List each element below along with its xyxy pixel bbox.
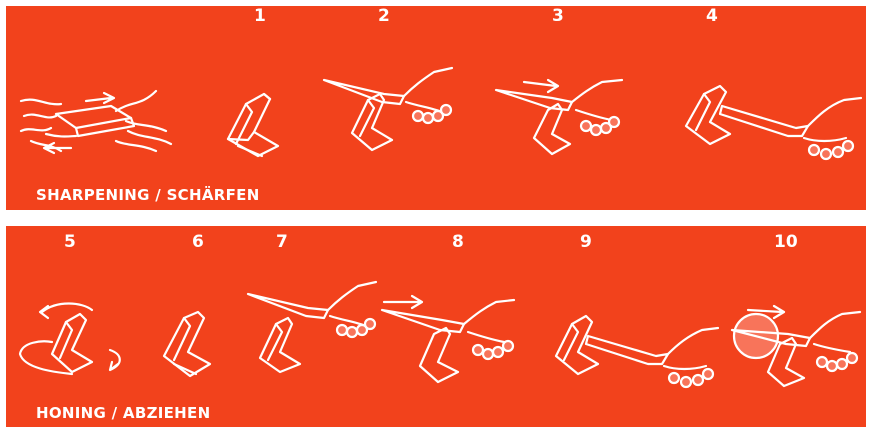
section-title-sharpening: SHARPENING / SCHÄRFEN [36, 186, 260, 204]
step-number-9: 9 [580, 232, 592, 252]
knife-on-sharpener-icon [726, 292, 866, 392]
section-title-honing: HONING / ABZIEHEN [36, 404, 210, 422]
step-number-10: 10 [774, 232, 798, 252]
honing-panel: 5 6 7 8 9 10 [6, 226, 866, 427]
sharpener-icon [158, 304, 228, 384]
knife-on-sharpener-icon [494, 68, 634, 168]
rotate-sharpener-icon [12, 292, 132, 382]
step-number-3: 3 [552, 6, 564, 26]
step-number-8: 8 [452, 232, 464, 252]
step-number-1: 1 [254, 6, 266, 26]
step-number-6: 6 [192, 232, 204, 252]
knife-on-sharpener-icon [676, 76, 866, 176]
step-number-4: 4 [706, 6, 718, 26]
step-number-5: 5 [64, 232, 76, 252]
sharpener-icon [218, 84, 288, 164]
step-number-2: 2 [378, 6, 390, 26]
sharpening-panel: 1 2 3 4 [6, 6, 866, 210]
knife-on-sharpener-icon [380, 288, 530, 388]
knife-on-sharpener-icon [552, 300, 722, 400]
hands-washing-stone-icon [16, 76, 176, 166]
knife-on-sharpener-icon [322, 58, 462, 168]
step-number-7: 7 [276, 232, 288, 252]
knife-on-sharpener-icon [246, 274, 386, 384]
